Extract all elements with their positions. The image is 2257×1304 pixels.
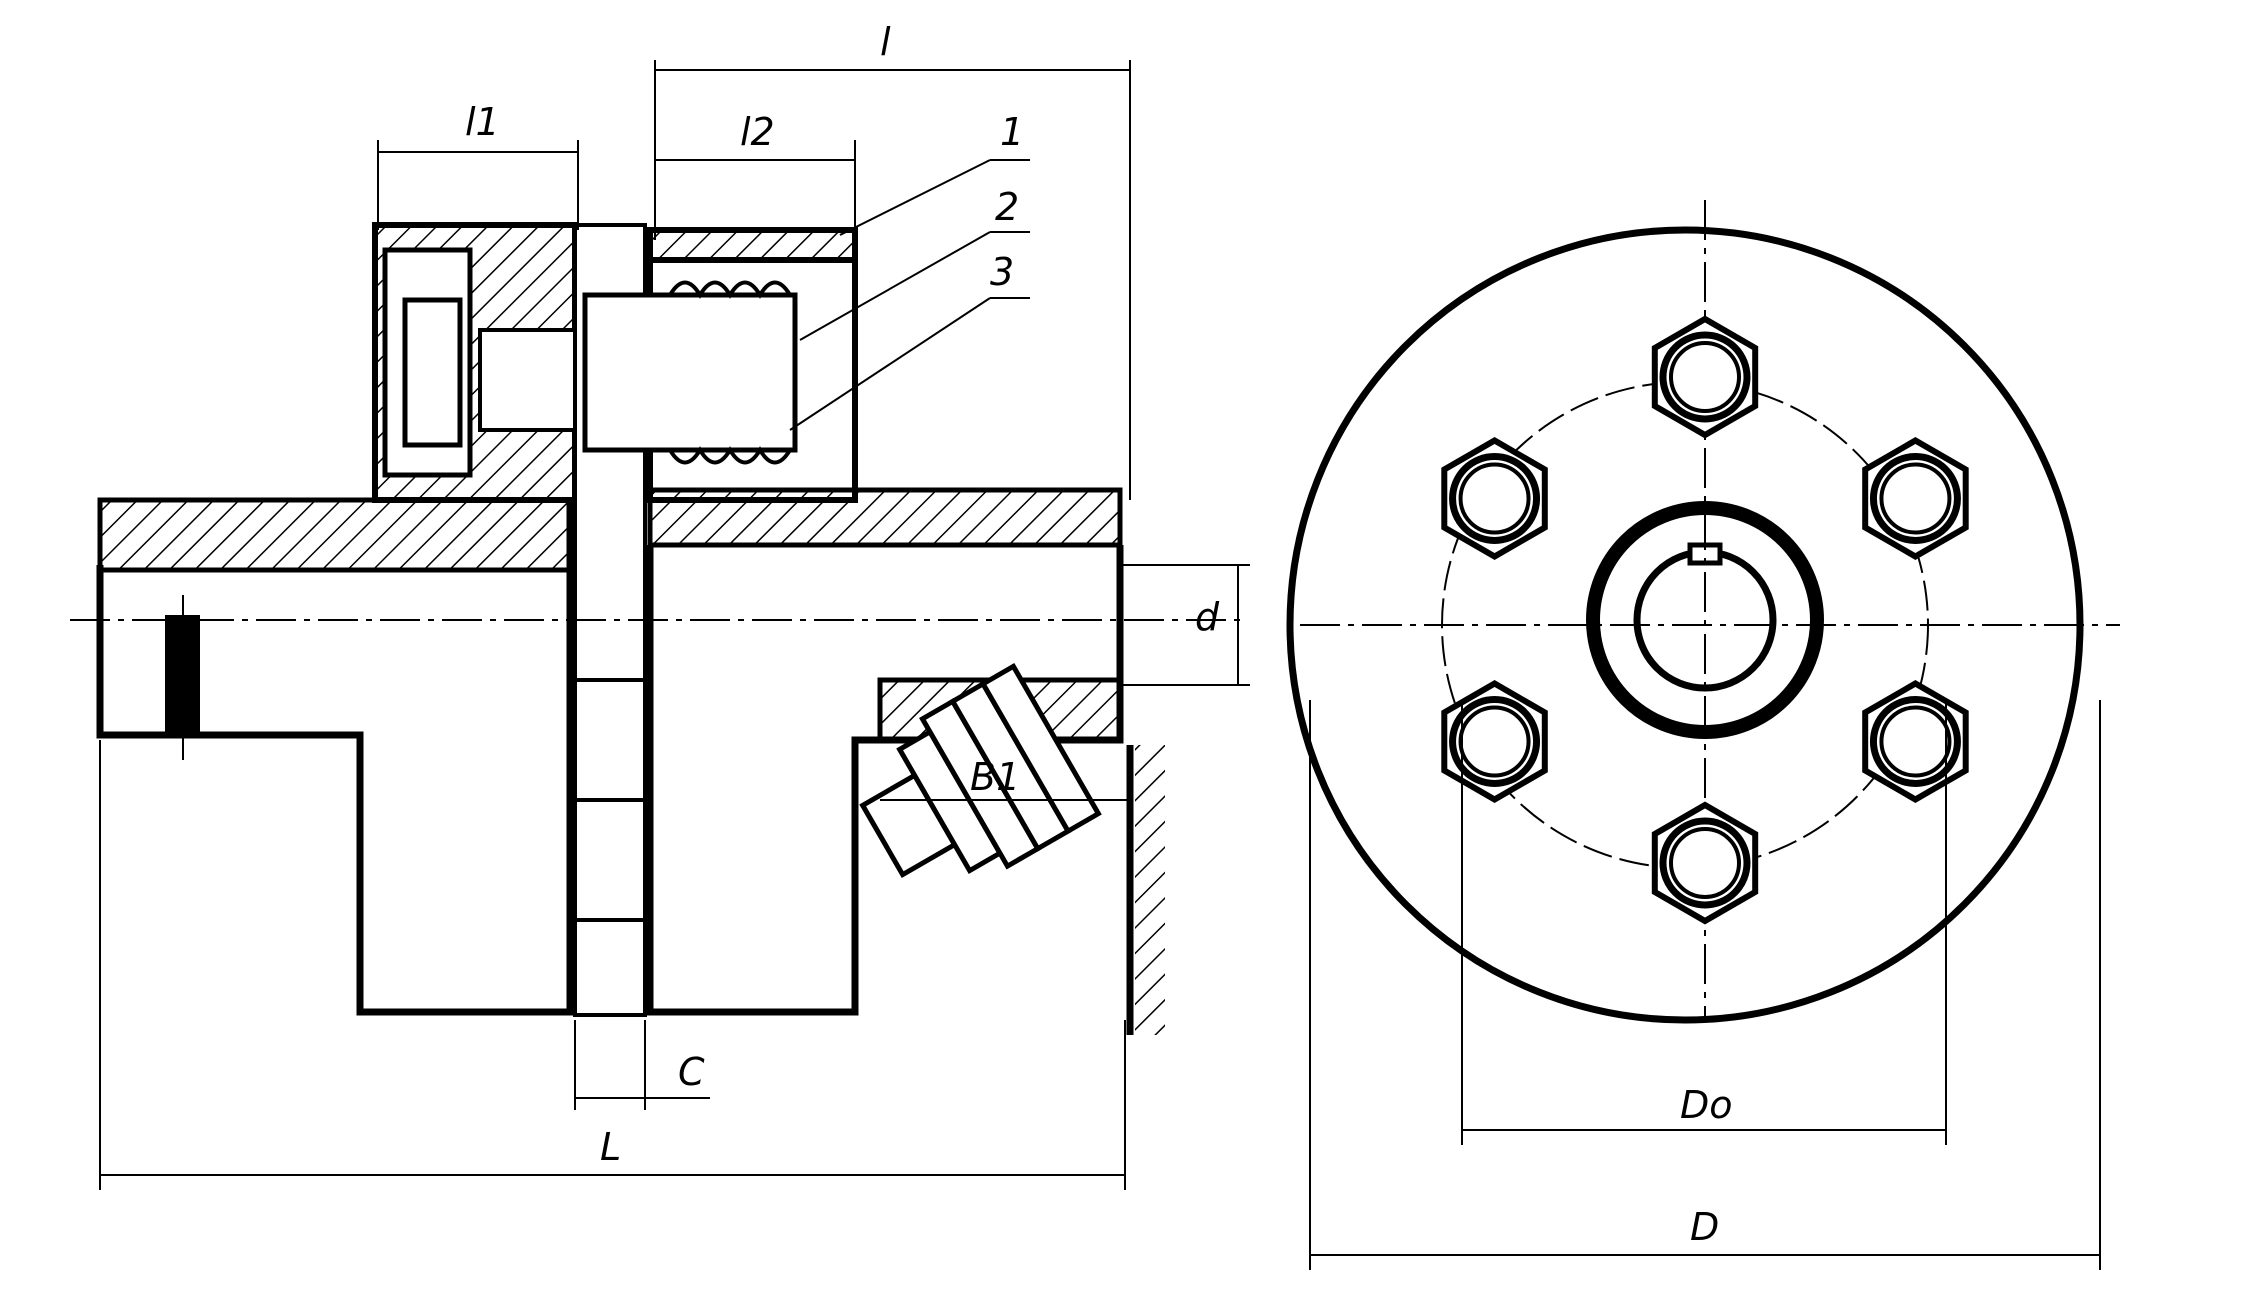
dim-label-L: L: [600, 1125, 621, 1169]
dim-label-b1: B1: [970, 755, 1020, 799]
dim-l: l: [654, 20, 1131, 500]
right-half-flange: [582, 227, 1124, 1016]
dim-l2: l2: [655, 110, 856, 235]
bolt-set: [1441, 315, 1969, 925]
dim-D: D: [1309, 700, 2101, 1270]
left-half-flange: [372, 222, 578, 503]
callout-3: 3: [990, 250, 1014, 294]
wall: [1126, 745, 1165, 1035]
section-view: l l1 l2 d B1 C: [70, 20, 1250, 1190]
dim-d: d: [1120, 564, 1250, 686]
nut-left: [402, 297, 463, 448]
bolt-nut: [1862, 437, 1969, 560]
end-view: Do D: [1286, 200, 2120, 1270]
bolt-nut: [1651, 801, 1759, 925]
dim-L: L: [99, 740, 1126, 1190]
dim-label-Do: Do: [1680, 1083, 1733, 1127]
callout-1: 1: [1000, 110, 1024, 154]
callout-2: 2: [995, 185, 1019, 229]
dim-label-D: D: [1690, 1205, 1719, 1249]
dim-label-l1: l1: [465, 100, 500, 144]
dim-label-l: l: [880, 20, 891, 64]
dim-c: C: [574, 1020, 710, 1110]
left-shaft: [96, 497, 574, 1016]
bolt-nut: [1651, 315, 1759, 439]
pin-bushing: [582, 292, 798, 453]
dim-label-d: d: [1195, 595, 1220, 639]
dim-b1: B1: [880, 755, 1130, 801]
dim-l1: l1: [377, 100, 579, 230]
dim-label-l2: l2: [740, 110, 775, 154]
bolt-nut: [1441, 437, 1548, 560]
dim-label-c: C: [678, 1050, 705, 1094]
bolt-nut: [1862, 680, 1969, 803]
callout-leaders: 1 2 3: [789, 110, 1030, 431]
dim-Do: Do: [1461, 700, 1947, 1145]
bolt-nut: [1441, 680, 1548, 803]
